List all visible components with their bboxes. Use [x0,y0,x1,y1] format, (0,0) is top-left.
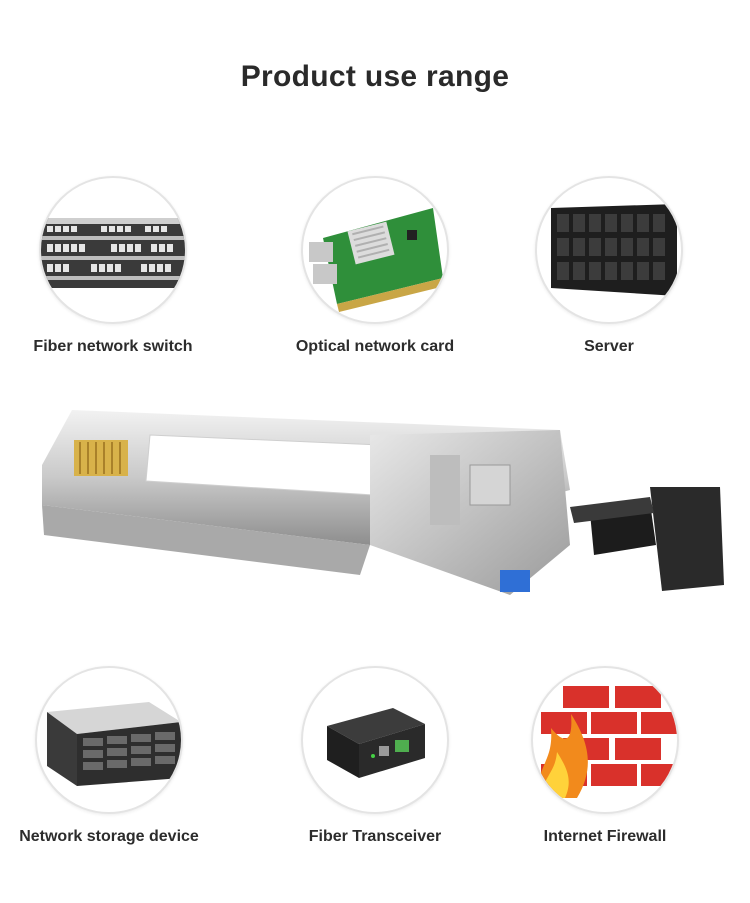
use-case-network-card: Optical network card [265,176,485,356]
media-converter-image [301,666,449,814]
use-case-label: Server [584,338,634,355]
use-case-label: Fiber Transceiver [308,828,442,845]
use-case-media-converter: Fiber Transceiver [265,666,485,846]
storage-device-image [35,666,183,814]
use-case-storage: Network storage device [0,666,219,846]
storage-device-icon [47,702,181,786]
network-switch-icon [41,218,185,288]
firewall-image [531,666,679,814]
page-title: Product use range [240,60,510,93]
network-card-icon [309,208,445,312]
use-case-label: Network storage device [19,828,199,845]
server-icon [551,204,677,296]
use-case-firewall: Internet Firewall [495,666,715,846]
sfp-module-image [30,395,730,625]
network-switch-image [39,176,187,324]
use-case-label: Optical network card [295,338,455,355]
use-case-network-switch: Fiber network switch [3,176,223,356]
network-card-image [301,176,449,324]
use-case-label: Internet Firewall [543,828,667,845]
use-case-server: Server [499,176,719,356]
use-case-label: Fiber network switch [33,338,193,355]
firewall-icon [533,686,677,798]
server-image [535,176,683,324]
sfp-transceiver-icon [42,410,724,595]
media-converter-icon [327,708,425,778]
